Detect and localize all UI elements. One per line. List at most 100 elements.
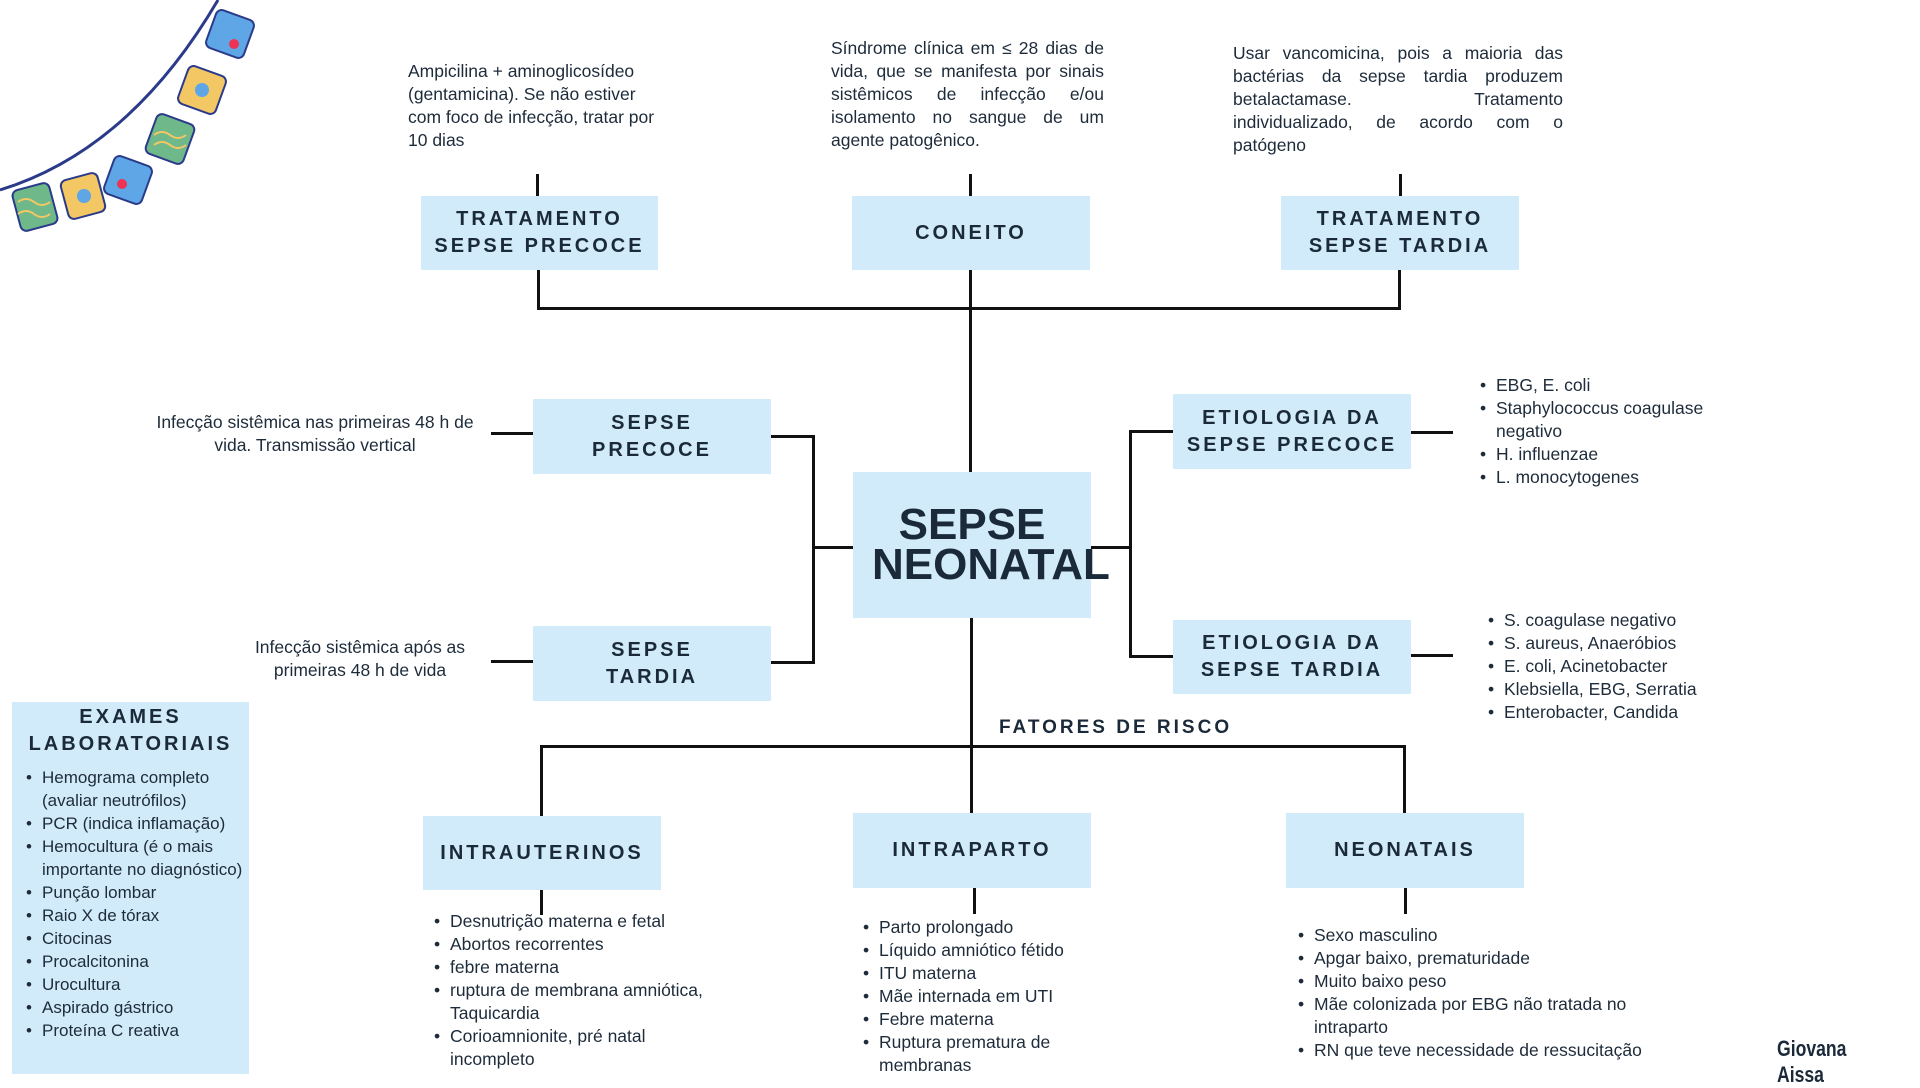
list-item: ruptura de membrana amniótica, Taquicard…	[434, 979, 710, 1025]
connector-line	[1403, 745, 1406, 813]
tratamento-tardia-text: Usar vancomicina, pois a maioria das bac…	[1233, 43, 1563, 155]
connector-line	[1129, 655, 1173, 658]
connector-line	[1411, 654, 1453, 657]
connector-line	[536, 174, 539, 196]
connector-line	[970, 618, 973, 813]
node-label: ETIOLOGIA DA	[1202, 632, 1382, 654]
list-item: Muito baixo peso	[1298, 970, 1694, 993]
list-item: Punção lombar	[26, 881, 252, 904]
list-item: Urocultura	[26, 973, 252, 996]
fatores-de-risco-label: FATORES DE RISCO	[999, 717, 1233, 738]
connector-line	[1411, 431, 1453, 434]
list-item: S. coagulase negativo	[1488, 609, 1764, 632]
list-item: febre materna	[434, 956, 710, 979]
list-item: Proteína C reativa	[26, 1019, 252, 1042]
list-item: Raio X de tórax	[26, 904, 252, 927]
node-label: SEPSE TARDIA	[1308, 235, 1492, 257]
list-item: Staphylococcus coagulase negativo	[1480, 397, 1756, 443]
connector-line	[812, 546, 853, 549]
baby-clothes-bunting-decoration	[0, 0, 255, 232]
node-label: LABORATORIAIS	[28, 733, 233, 755]
list-item: Hemograma completo (avaliar neutrófilos)	[26, 766, 252, 812]
node-label: ETIOLOGIA DA	[1202, 406, 1382, 429]
list-item: L. monocytogenes	[1480, 466, 1756, 489]
list-item: Mãe internada em UTI	[863, 985, 1119, 1008]
node-label: SEPSE PRECOCE	[1186, 433, 1398, 456]
list-item: H. influenzae	[1480, 443, 1756, 466]
list-item: Abortos recorrentes	[434, 933, 710, 956]
intraparto-node: INTRAPARTO	[853, 813, 1091, 888]
list-item: ITU materna	[863, 962, 1119, 985]
connector-line	[491, 432, 533, 435]
onesie-blue-icon	[205, 9, 255, 59]
etiologia-sepse-precoce-node: ETIOLOGIA DA SEPSE PRECOCE	[1173, 394, 1411, 469]
connector-line	[1091, 546, 1131, 549]
intrauterinos-node: INTRAUTERINOS	[423, 816, 661, 890]
node-label: EXAMES	[79, 706, 182, 728]
intraparto-list: Parto prolongado Líquido amniótico fétid…	[863, 916, 1119, 1077]
sepse-precoce-text: Infecção sistêmica nas primeiras 48 h de…	[156, 412, 474, 455]
connector-line	[540, 890, 543, 915]
onesie-blue-icon	[103, 155, 153, 205]
node-label: SEPSE	[611, 638, 693, 661]
connector-line	[973, 888, 976, 914]
connector-line	[1399, 174, 1402, 196]
node-label: TARDIA	[605, 665, 699, 688]
connector-line	[969, 174, 972, 196]
exames-title: EXAMES LABORATORIAIS	[12, 704, 249, 758]
connector-line	[812, 435, 815, 664]
connector-line	[1398, 270, 1401, 310]
author-signature: Giovana Aissa	[1777, 1036, 1847, 1087]
connector-line	[969, 270, 972, 472]
node-label: SEPSE	[611, 411, 693, 434]
node-label: SEPSE PRECOCE	[434, 235, 645, 257]
onesie-yellow-icon	[177, 65, 227, 115]
list-item: PCR (indica inflamação)	[26, 812, 252, 835]
sepse-tardia-node: SEPSE TARDIA	[533, 626, 771, 701]
central-title: SEPSE NEONATAL	[872, 500, 1110, 589]
list-item: Líquido amniótico fétido	[863, 939, 1119, 962]
connector-line	[1404, 888, 1407, 914]
sepse-neonatal-central-node: SEPSE NEONATAL	[853, 472, 1110, 618]
tratamento-sepse-tardia-node: TRATAMENTO SEPSE TARDIA	[1281, 196, 1519, 270]
neonatais-node: NEONATAIS	[1286, 813, 1524, 888]
list-item: Febre materna	[863, 1008, 1119, 1031]
list-item: Desnutrição materna e fetal	[434, 910, 710, 933]
node-label: INTRAUTERINOS	[440, 841, 644, 864]
list-item: Klebsiella, EBG, Serratia	[1488, 678, 1764, 701]
list-item: Corioamnionite, pré natal incompleto	[434, 1025, 710, 1071]
node-label: INTRAPARTO	[892, 839, 1052, 861]
list-item: Ruptura prematura de membranas	[863, 1031, 1119, 1077]
connector-line	[1129, 430, 1173, 433]
connector-line	[771, 661, 814, 664]
node-label: TRATAMENTO	[1316, 208, 1484, 230]
onesie-yellow-icon	[59, 172, 107, 220]
list-item: Apgar baixo, prematuridade	[1298, 947, 1694, 970]
connector-line	[537, 270, 540, 310]
list-item: Parto prolongado	[863, 916, 1119, 939]
list-item: Mãe colonizada por EBG não tratada no in…	[1298, 993, 1694, 1039]
connector-line	[771, 435, 814, 438]
exames-list: Hemograma completo (avaliar neutrófilos)…	[26, 766, 252, 1042]
node-label: CONEITO	[915, 221, 1027, 244]
list-item: Enterobacter, Candida	[1488, 701, 1764, 724]
list-item: Sexo masculino	[1298, 924, 1694, 947]
conceito-text: Síndrome clínica em ≤ 28 dias de vida, q…	[831, 38, 1104, 150]
connector-line	[491, 660, 533, 663]
onesie-green-icon	[11, 182, 59, 232]
conceito-node: CONEITO	[852, 196, 1090, 270]
node-label: SEPSE TARDIA	[1200, 659, 1384, 681]
node-label: NEONATAIS	[1334, 839, 1476, 861]
list-item: E. coli, Acinetobacter	[1488, 655, 1764, 678]
neonatais-list: Sexo masculino Apgar baixo, prematuridad…	[1298, 924, 1694, 1062]
sepse-tardia-text: Infecção sistêmica após as primeiras 48 …	[254, 637, 466, 680]
list-item: Citocinas	[26, 927, 252, 950]
node-label: TRATAMENTO	[456, 208, 623, 230]
connector-line	[540, 745, 543, 816]
list-item: S. aureus, Anaeróbios	[1488, 632, 1764, 655]
etiologia-tardia-list: S. coagulase negativo S. aureus, Anaerób…	[1488, 609, 1764, 724]
etiologia-sepse-tardia-node: ETIOLOGIA DA SEPSE TARDIA	[1173, 620, 1411, 694]
list-item: Hemocultura (é o mais importante no diag…	[26, 835, 252, 881]
list-item: RN que teve necessidade de ressucitação	[1298, 1039, 1694, 1062]
